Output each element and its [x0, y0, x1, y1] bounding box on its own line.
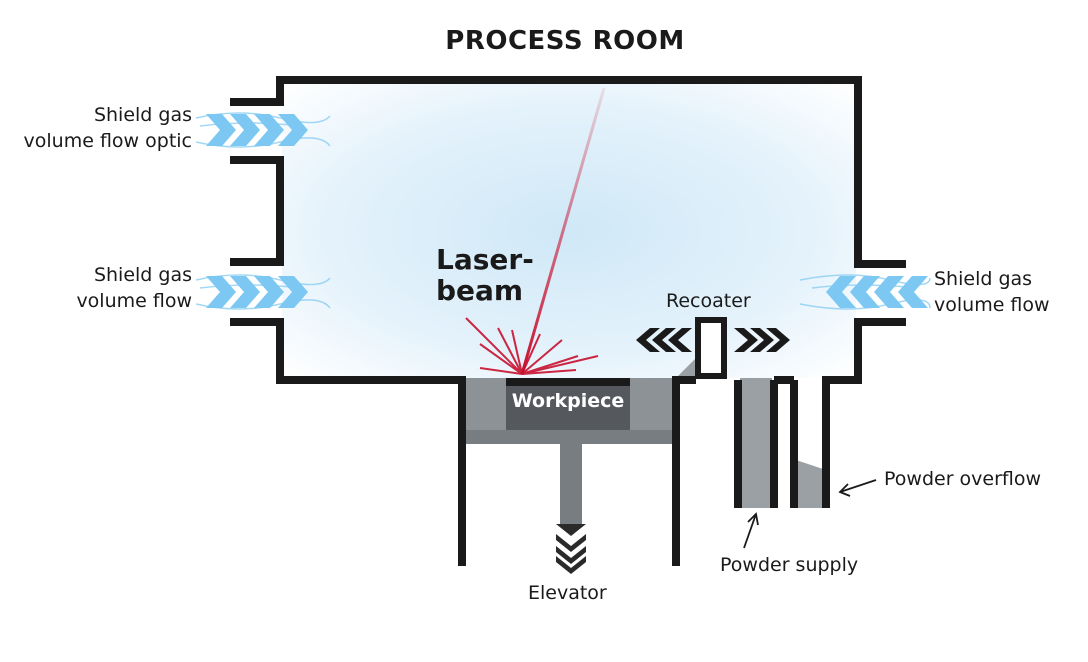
build-platform	[464, 378, 676, 524]
label-elevator: Elevator	[528, 582, 607, 604]
powder-supply-pointer	[743, 512, 759, 549]
powder-channels	[676, 358, 826, 508]
chamber-interior	[282, 84, 856, 378]
label-shield-gas-left: Shield gas volume flow	[76, 264, 192, 312]
label-recoater: Recoater	[666, 290, 751, 312]
recoater-left-arrow-icon	[636, 328, 692, 352]
recoater-blade	[695, 317, 727, 379]
label-laser-beam: Laser- beam	[436, 243, 534, 307]
gas-flow-left-icon	[195, 274, 331, 310]
gas-flow-right-icon	[799, 274, 931, 310]
powder-overflow-pointer	[838, 479, 877, 497]
label-workpiece: Workpiece	[511, 390, 625, 412]
laser-beam	[520, 87, 606, 375]
elevator-arrow-icon	[556, 524, 586, 574]
laser-sparks-icon	[465, 317, 599, 375]
diagram-title: PROCESS ROOM	[445, 26, 685, 56]
recoater-right-arrow-icon	[734, 328, 790, 352]
label-powder-supply: Powder supply	[720, 554, 859, 576]
label-shield-gas-right: Shield gas volume flow	[934, 268, 1050, 316]
label-shield-gas-optic: Shield gas volume flow optic	[23, 104, 192, 152]
chamber-walls	[230, 76, 906, 566]
label-powder-overflow: Powder overflow	[884, 468, 1042, 490]
elevator-shaft	[560, 444, 582, 524]
gas-flow-optic-icon	[195, 112, 331, 148]
